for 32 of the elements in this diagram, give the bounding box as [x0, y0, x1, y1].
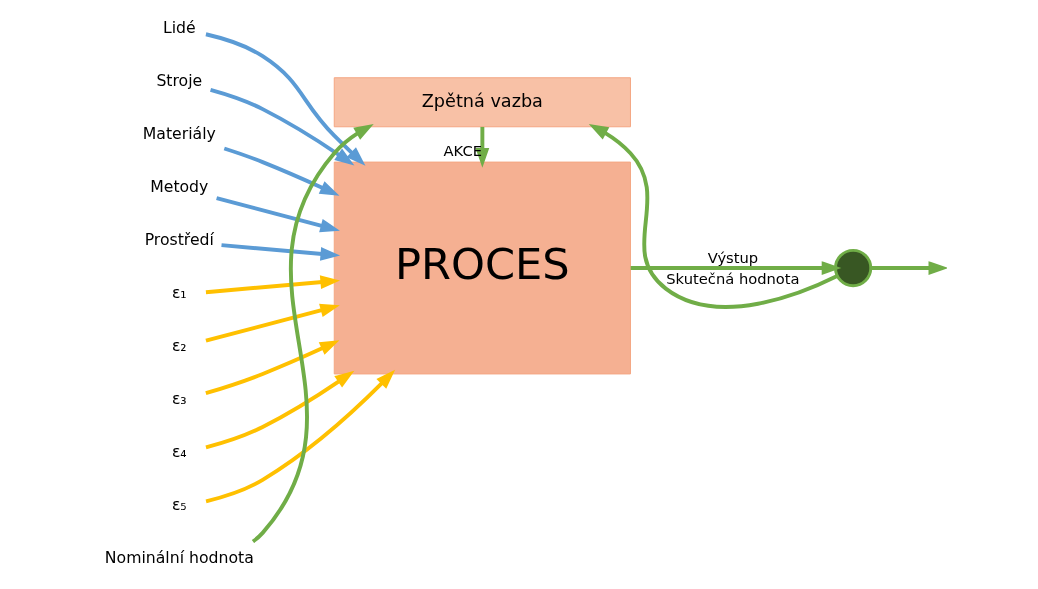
arrow [220, 243, 340, 261]
node-text: ε₂ [171, 336, 187, 356]
arrow [205, 369, 395, 504]
node-text: Materiály [142, 124, 216, 144]
arrow [223, 146, 339, 196]
node-text: Lidé [162, 18, 196, 38]
node-text: ε₅ [171, 495, 187, 515]
arrow [215, 196, 340, 233]
edge-label: Skutečná hodnota [665, 269, 800, 287]
arrow [204, 32, 365, 166]
node-text: ε₄ [171, 442, 187, 462]
node-text: ε₁ [171, 283, 187, 303]
arrow [870, 261, 947, 275]
edge-label: AKCE [443, 142, 482, 160]
edge-label: Výstup [707, 249, 758, 267]
node-text: Prostředí [144, 230, 214, 250]
arrow [588, 124, 838, 309]
arrow [475, 126, 489, 168]
arrow [205, 275, 340, 295]
node-text: ε₃ [171, 389, 187, 409]
arrow [209, 88, 354, 166]
arrow [204, 370, 354, 450]
arrow [251, 124, 374, 544]
arrow [204, 340, 339, 396]
arrow [204, 303, 340, 343]
arrow [630, 261, 841, 275]
node-box: Zpětná vazba [333, 77, 631, 128]
node-text: Stroje [155, 71, 202, 91]
node-text: Nominální hodnota [104, 548, 254, 568]
node-box: PROCES [333, 161, 631, 375]
node-circle [833, 248, 872, 288]
node-text: Metody [149, 177, 208, 197]
